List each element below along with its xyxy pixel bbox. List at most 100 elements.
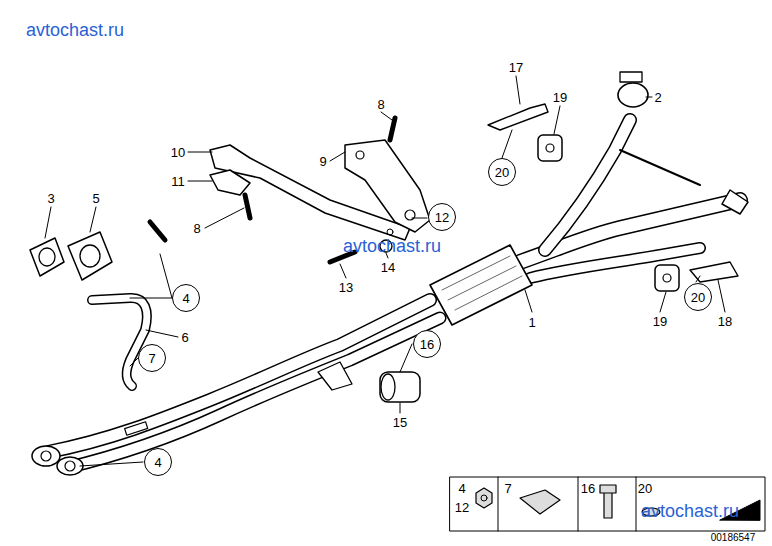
illustration-part — [80, 462, 143, 466]
illustration-part — [663, 274, 671, 282]
callout-number: 4 — [154, 456, 161, 469]
callout-number: 10 — [171, 146, 185, 159]
illustration-part — [660, 292, 666, 312]
callout-number: 3 — [47, 192, 54, 205]
illustration-part — [516, 76, 520, 104]
illustration-part — [502, 130, 512, 158]
illustration-part — [450, 477, 765, 531]
illustration-part — [92, 298, 147, 386]
illustration-part — [345, 140, 430, 232]
illustration-part — [488, 104, 548, 130]
callout-number: 20 — [495, 166, 509, 179]
illustration-part — [210, 170, 250, 195]
illustration-part — [340, 264, 346, 278]
illustration-part — [520, 490, 560, 514]
illustration-part — [498, 477, 636, 531]
illustration-part — [146, 330, 178, 337]
illustration-part — [92, 298, 147, 386]
callout-number: 7 — [504, 482, 511, 495]
illustration-part — [646, 97, 652, 98]
illustration-part — [722, 190, 748, 214]
callout-number: 13 — [339, 281, 353, 294]
callout-number: 11 — [171, 175, 185, 188]
callout-circle: 12 — [428, 203, 456, 231]
illustration-part — [412, 218, 427, 219]
illustration-part — [30, 72, 765, 531]
callout-number: 14 — [381, 261, 395, 274]
illustration-part — [442, 256, 522, 310]
illustration-part — [476, 488, 492, 508]
illustration-part — [390, 118, 395, 140]
illustration-part — [400, 403, 401, 413]
callout-number: 20 — [638, 482, 652, 495]
illustration-part — [481, 495, 487, 501]
illustration-part — [48, 300, 430, 452]
callout-circle: 4 — [172, 284, 200, 312]
callout-number: 1 — [528, 316, 535, 329]
illustration-part — [538, 135, 562, 161]
callout-number: 20 — [691, 291, 705, 304]
illustration-part — [381, 112, 392, 120]
illustration-part — [45, 76, 725, 466]
illustration-part — [125, 422, 148, 435]
callout-circle: 7 — [138, 344, 166, 372]
callout-number: 19 — [553, 91, 567, 104]
callout-circle: 20 — [488, 158, 516, 186]
watermark: avtochast.ru — [343, 237, 441, 255]
illustration-part — [525, 290, 532, 312]
illustration-part — [600, 485, 616, 518]
illustration-part — [66, 318, 440, 468]
illustration-part — [400, 344, 412, 372]
illustration-part — [130, 358, 138, 366]
callout-circle: 4 — [144, 448, 172, 476]
illustration-part — [554, 106, 560, 134]
illustration-part — [387, 229, 393, 235]
callout-number: 12 — [455, 501, 469, 514]
illustration-part — [381, 374, 395, 400]
callout-number: 00186547 — [711, 533, 756, 543]
illustration-part — [188, 152, 212, 153]
callout-circle: 16 — [413, 330, 441, 358]
illustration-part — [330, 152, 345, 161]
callout-circle: 20 — [684, 283, 712, 311]
illustration-part — [66, 318, 440, 468]
illustration-part — [546, 144, 554, 152]
illustration-part — [620, 72, 642, 82]
illustration-part — [41, 451, 51, 461]
illustration-part — [48, 300, 430, 452]
illustration-part — [188, 181, 212, 182]
illustration-part — [380, 372, 420, 402]
callout-number: 2 — [654, 91, 661, 104]
illustration-part — [39, 248, 55, 266]
illustration-part — [68, 232, 112, 280]
callout-number: 9 — [319, 155, 326, 168]
illustration-part — [696, 276, 700, 282]
callout-number: 16 — [420, 338, 434, 351]
illustration-part — [356, 151, 364, 159]
callout-number: 6 — [181, 331, 188, 344]
illustration-part — [205, 208, 244, 228]
callout-number: 7 — [148, 352, 155, 365]
callout-number: 18 — [718, 315, 732, 328]
illustration-part — [150, 222, 165, 240]
illustration-part — [65, 461, 75, 471]
callout-number: 16 — [581, 482, 595, 495]
illustration-part — [318, 362, 352, 390]
callout-number: 17 — [509, 61, 523, 74]
callout-number: 4 — [458, 482, 465, 495]
callout-number: 8 — [193, 222, 200, 235]
illustration-part — [690, 262, 738, 282]
illustration-part — [620, 150, 700, 185]
callout-number: 19 — [653, 315, 667, 328]
illustration-part — [718, 280, 725, 312]
illustration-part — [80, 245, 100, 267]
illustration-part — [32, 446, 60, 466]
illustration-part — [160, 254, 172, 298]
callout-number: 5 — [92, 192, 99, 205]
illustration-part — [57, 457, 83, 475]
illustration-part — [430, 245, 532, 325]
callout-number: 4 — [182, 292, 189, 305]
illustration-part — [45, 207, 51, 238]
callout-number: 15 — [393, 416, 407, 429]
illustration-part — [245, 195, 250, 218]
